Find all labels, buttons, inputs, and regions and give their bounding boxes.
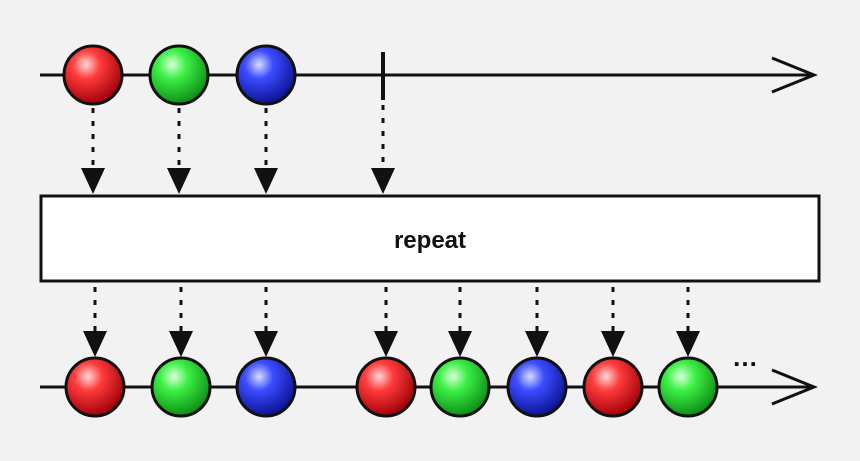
completion-to-operator-arrow bbox=[371, 105, 395, 194]
operator-to-output-arrow bbox=[601, 287, 625, 357]
output-marble-red bbox=[582, 356, 644, 418]
source-to-operator-arrow bbox=[167, 108, 191, 194]
output-timeline-arrowhead bbox=[771, 368, 818, 406]
operator-to-output-arrow bbox=[254, 287, 278, 357]
operator-box bbox=[39, 194, 821, 283]
output-marble-green bbox=[429, 356, 491, 418]
source-timeline-arrowhead bbox=[771, 56, 818, 94]
operator-to-output-arrow bbox=[374, 287, 398, 357]
source-to-operator-arrow bbox=[81, 108, 105, 194]
operator-to-output-arrow bbox=[448, 287, 472, 357]
operator-to-output-arrow bbox=[676, 287, 700, 357]
operator-label: repeat bbox=[394, 227, 466, 254]
output-marble-red bbox=[64, 356, 126, 418]
output-marble-red bbox=[355, 356, 417, 418]
source-marble-red bbox=[62, 44, 124, 106]
marbles-layer bbox=[62, 44, 719, 418]
arrows-layer bbox=[81, 105, 700, 357]
operator-to-output-arrow bbox=[83, 287, 107, 357]
output-continuation-ellipsis: … bbox=[732, 342, 758, 372]
output-marble-blue bbox=[506, 356, 568, 418]
source-marble-green bbox=[148, 44, 210, 106]
output-marble-green bbox=[150, 356, 212, 418]
source-marble-blue bbox=[235, 44, 297, 106]
output-marble-blue bbox=[235, 356, 297, 418]
output-marble-green bbox=[657, 356, 719, 418]
operator-to-output-arrow bbox=[169, 287, 193, 357]
source-to-operator-arrow bbox=[254, 108, 278, 194]
operator-to-output-arrow bbox=[525, 287, 549, 357]
